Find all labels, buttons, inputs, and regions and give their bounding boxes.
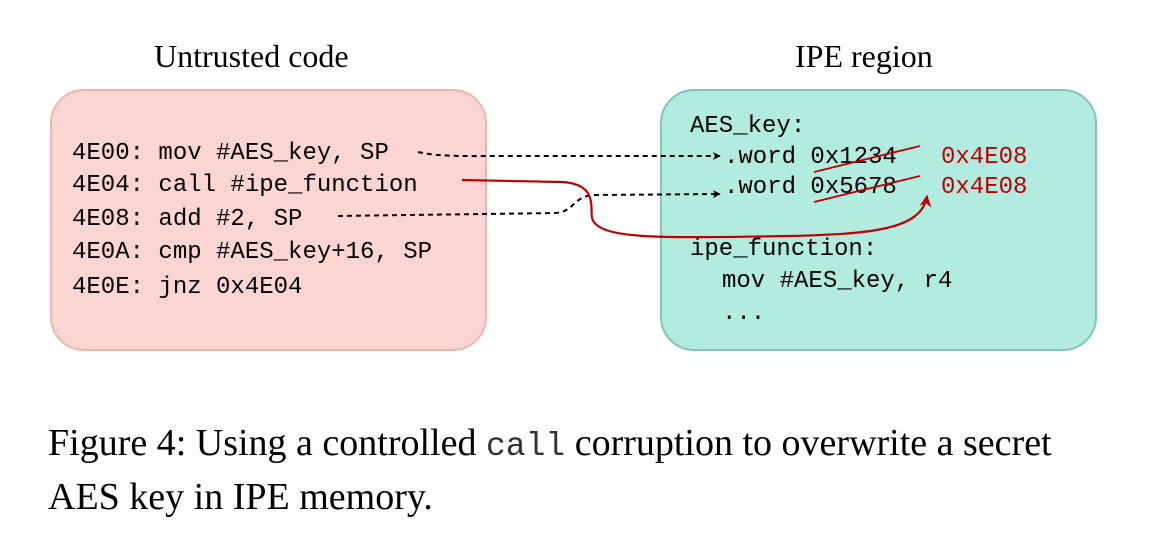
ipe-function-line: mov #AES_key, r4 [722, 268, 953, 295]
ipe-word-2: .word 0x5678 [724, 176, 897, 200]
code-line-4e00: 4E00: mov #AES_key, SP [72, 140, 389, 167]
original-key-value: 0x1234 [810, 144, 897, 171]
ipe-region-title: IPE region [795, 38, 933, 74]
ipe-function-label: ipe_function: [690, 236, 878, 263]
figure-caption: Figure 4: Using a controlled call corrup… [48, 418, 1128, 522]
overwritten-key-value: 0x4E08 [941, 174, 1028, 201]
strikethrough-line [813, 145, 921, 173]
untrusted-code-title: Untrusted code [154, 38, 349, 74]
ipe-function-ellipsis: ... [722, 300, 766, 327]
code-line-4e0e: 4E0E: jnz 0x4E04 [72, 274, 303, 301]
caption-code: call [485, 428, 566, 465]
word-directive: .word [724, 174, 811, 201]
untrusted-code-box [50, 89, 487, 351]
caption-text-after: corruption to overwrite a secret AES key… [48, 422, 1052, 518]
sp-pointer-arrow-2 [337, 190, 721, 217]
word-directive: .word [724, 144, 811, 171]
call-corruption-arrow [461, 178, 932, 239]
strikethrough-line [813, 175, 921, 203]
sp-pointer-arrow-1 [417, 151, 721, 160]
ipe-word-1: .word 0x1234 [724, 146, 897, 170]
original-key-value: 0x5678 [810, 174, 897, 201]
code-line-4e08: 4E08: add #2, SP [72, 206, 303, 233]
code-line-4e0a: 4E0A: cmp #AES_key+16, SP [72, 239, 433, 266]
overwritten-key-value: 0x4E08 [941, 144, 1028, 171]
code-line-4e04: 4E04: call #ipe_function [72, 172, 418, 199]
caption-text-before: Figure 4: Using a controlled [48, 422, 486, 464]
aes-key-label: AES_key: [690, 113, 806, 140]
ipe-region-box [660, 89, 1097, 351]
